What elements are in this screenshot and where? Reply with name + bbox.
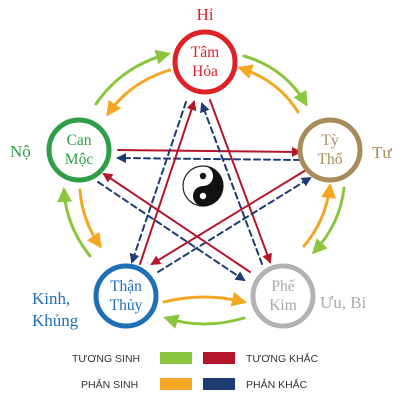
legend-tuong-khac-label: TƯƠNG KHẮC [246,352,319,365]
arrow-fire-controls-metal [209,99,272,264]
legend-phan-sinh-label: PHẢN SINH [81,378,138,391]
arrow-wood-controls-earth [117,146,302,157]
node-water: Thận Thủy [93,263,159,329]
node-water-line1: Thận [110,278,142,295]
arrow-earth-counters-wood [116,153,301,164]
legend-phan-sinh-swatch [160,378,192,390]
arrow-wood-to-fire [94,49,171,106]
arrow-fire-counters-water [129,101,187,264]
arrow-water-counters-earth [157,176,312,273]
legend-tuong-khac-swatch [203,352,235,364]
arrow-water-controls-fire [139,100,197,265]
legend-phan-khac-label: PHẢN KHẮC [246,378,308,391]
emotion-water-line1: Kinh, [32,289,70,308]
node-metal: Phế Kim [250,263,316,329]
legend-tuong-sinh-label: TƯƠNG SINH [72,353,140,365]
node-wood-line1: Can [67,132,92,149]
arrow-fire-to-wood [106,68,172,117]
yin-yang-icon [182,165,224,207]
emotion-fire: Hỉ [197,5,214,24]
generating-cycle-arrows [57,49,346,329]
arrow-wood-counters-metal [97,181,246,282]
arrow-wood-to-water [78,188,102,249]
controlling-star-arrows [97,99,312,282]
node-fire-line1: Tâm [191,44,219,61]
emotion-water-line2: Khủng [32,311,79,330]
arrow-earth-controls-water [150,169,307,266]
node-earth-line2: Thổ [318,151,343,168]
arrow-metal-counters-fire [200,102,263,265]
arrow-earth-to-metal [311,186,346,255]
node-fire: Tâm Hỏa [172,29,238,95]
arrow-water-to-metal [162,291,247,307]
node-earth: Tỳ Thổ [297,117,363,183]
arrow-water-to-wood [57,187,92,258]
legend: TƯƠNG SINH TƯƠNG KHẮC PHẢN SINH PHẢN KHẮ… [72,352,319,391]
node-metal-line2: Kim [269,297,297,314]
node-earth-line1: Tỳ [321,132,338,149]
node-metal-line1: Phế [271,278,295,295]
arrow-metal-to-earth [302,183,337,248]
node-water-line2: Thủy [110,297,143,314]
node-wood: Can Mộc [46,117,112,183]
legend-phan-khac-swatch [203,378,235,390]
node-fire-line2: Hỏa [192,63,218,80]
legend-tuong-sinh-swatch [160,352,192,364]
arrow-metal-to-water [163,314,246,329]
node-wood-line2: Mộc [65,151,94,168]
arrow-earth-to-fire [237,64,300,114]
emotion-earth: Tư [372,143,392,162]
emotion-metal: Ưu, Bi [320,293,367,312]
arrow-metal-controls-wood [102,172,251,273]
emotion-wood: Nộ [10,142,31,161]
arrow-fire-to-earth [242,54,308,107]
